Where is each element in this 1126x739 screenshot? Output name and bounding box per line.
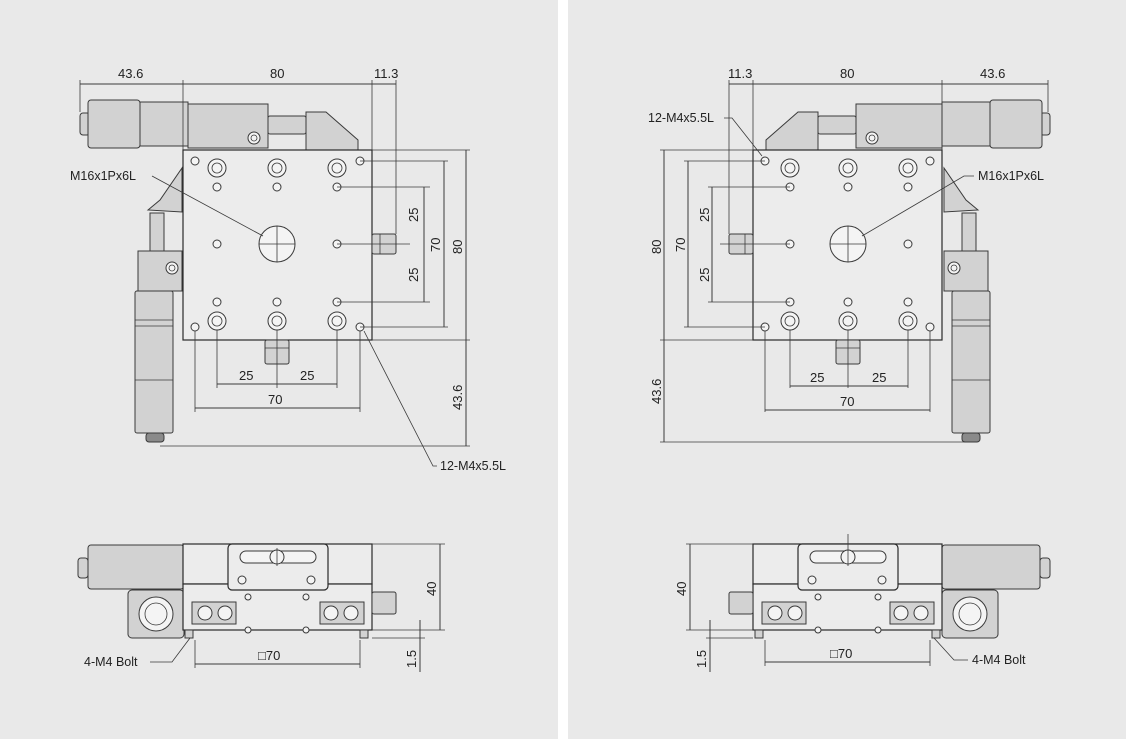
left-micrometer-x	[79, 99, 359, 151]
left-dim-25-h-left: 25	[239, 368, 253, 383]
right-dim-square-70: □70	[830, 646, 852, 661]
left-dim-70-v: 70	[428, 238, 443, 252]
left-dim-square-70: □70	[258, 648, 280, 663]
right-side-view: 40 1.5 □70 4-M4 Bolt	[674, 534, 1051, 672]
right-dim-70-v: 70	[673, 238, 688, 252]
right-top-view: 11.3 80 43.6 80 70 25 25	[648, 66, 1051, 443]
right-micrometer-x	[765, 99, 1051, 151]
left-right-dimensions: 25 25 70 80 43.6	[160, 149, 470, 447]
left-counterbore-holes	[207, 158, 347, 331]
left-bottom-dimensions: 25 25 70	[194, 330, 361, 412]
left-dim-40: 40	[424, 582, 439, 596]
left-dim-1-5: 1.5	[404, 650, 419, 668]
left-label-bolt: 4-M4 Bolt	[84, 655, 138, 669]
left-dim-80-top: 80	[270, 66, 284, 81]
left-dim-70-h: 70	[268, 392, 282, 407]
left-tapped-holes	[190, 156, 365, 332]
right-micrometer-y	[943, 166, 991, 443]
right-left-dimensions: 80 70 25 25 43.6	[649, 149, 966, 443]
right-dim-80-top: 80	[840, 66, 854, 81]
left-label-center-thread: M16x1Px6L	[70, 169, 136, 183]
right-label-bolt: 4-M4 Bolt	[972, 653, 1026, 667]
right-label-center-thread: M16x1Px6L	[978, 169, 1044, 183]
left-micrometer-y	[134, 166, 183, 443]
right-dim-25-h-right: 25	[872, 370, 886, 385]
right-dim-1-5: 1.5	[694, 650, 709, 668]
right-bottom-dimensions: 25 25 70	[764, 330, 931, 412]
left-top-dimensions: 43.6 80 11.3	[79, 66, 398, 234]
right-dim-40: 40	[674, 582, 689, 596]
right-label-holes: 12-M4x5.5L	[648, 111, 714, 125]
right-counterbore-holes	[780, 158, 918, 331]
left-top-view: 43.6 80 11.3 25 25 70 8	[70, 66, 506, 473]
right-dim-25-h-left: 25	[810, 370, 824, 385]
right-dim-11-3: 11.3	[728, 66, 752, 81]
right-dim-70-h: 70	[840, 394, 854, 409]
right-dim-25-v-upper: 25	[697, 208, 712, 222]
right-dim-25-v-lower: 25	[697, 268, 712, 282]
right-top-dimensions: 11.3 80 43.6	[728, 66, 1049, 234]
left-dim-43-6-v: 43.6	[450, 385, 465, 410]
left-dim-11-3: 11.3	[374, 66, 398, 81]
left-dim-25-h-right: 25	[300, 368, 314, 383]
right-dim-43-6-top: 43.6	[980, 66, 1005, 81]
right-dim-80-v: 80	[649, 240, 664, 254]
left-dim-25-v-lower: 25	[406, 268, 421, 282]
left-label-holes: 12-M4x5.5L	[440, 459, 506, 473]
left-dim-43-6-top: 43.6	[118, 66, 143, 81]
left-side-view: 40 1.5 □70 4-M4 Bolt	[77, 543, 445, 672]
right-dim-43-6-v: 43.6	[649, 379, 664, 404]
left-dim-25-v-upper: 25	[406, 208, 421, 222]
left-dim-80-v: 80	[450, 240, 465, 254]
